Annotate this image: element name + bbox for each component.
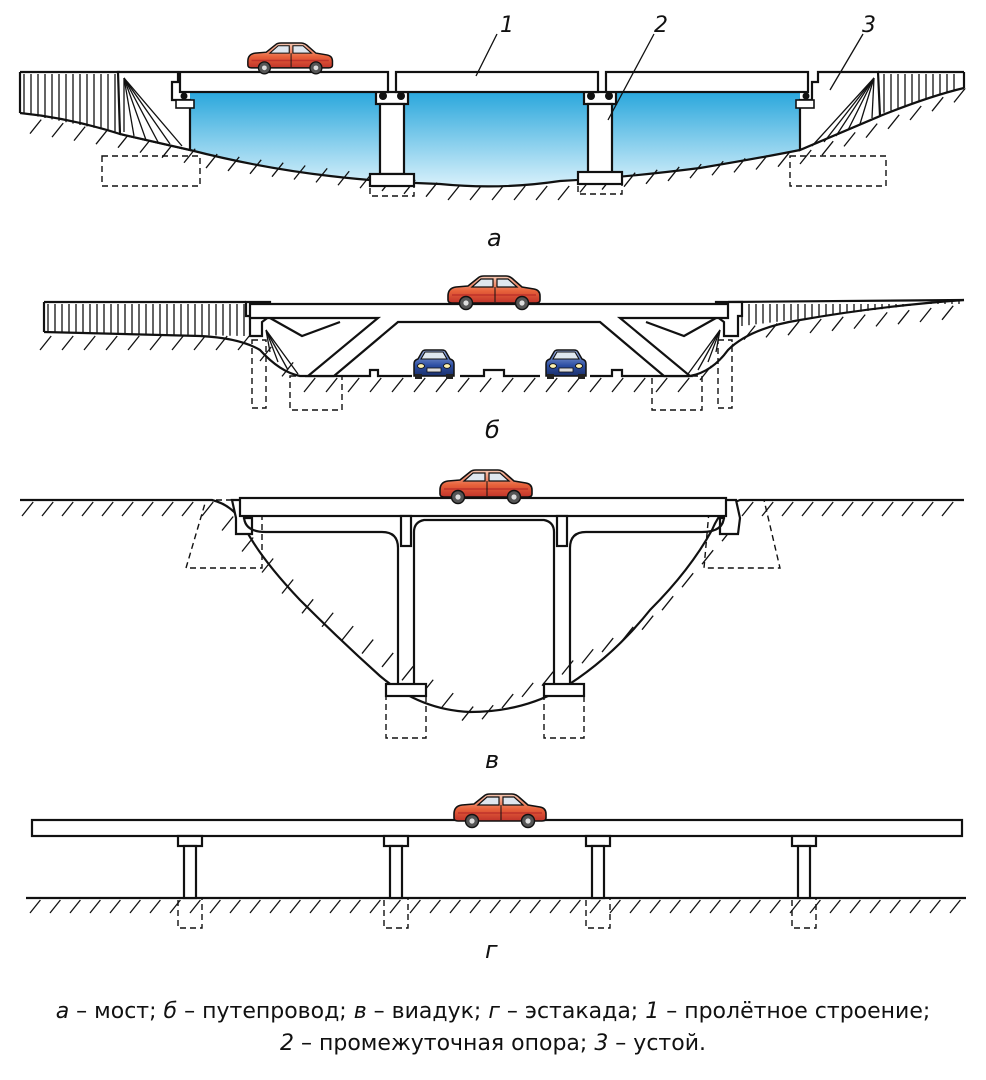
- trestle-footing-2: [383, 897, 409, 929]
- left-abutment: [101, 70, 201, 187]
- panel-d-trestle: г: [26, 793, 966, 964]
- trestle-footing-3: [585, 897, 611, 929]
- callout-2-label: 2: [654, 13, 668, 38]
- panel-c-viaduct: в: [20, 469, 964, 774]
- ravine-hatching: [21, 501, 954, 721]
- right-embankment: [878, 70, 966, 113]
- trestle-pier-cap-3: [584, 834, 612, 848]
- line2-text-1: – устой.: [608, 1031, 706, 1056]
- trestle-footing-1: [177, 897, 203, 929]
- trestle-pier-1: [182, 844, 198, 900]
- trestle-footing-4: [791, 897, 817, 929]
- river-water: [120, 92, 800, 187]
- caption-line-2: 2 – промежуточная опора; 3 – устой.: [0, 1028, 986, 1060]
- ravine-ground-line: [20, 498, 964, 714]
- callout-1-label: 1: [500, 13, 514, 38]
- panel-c-label: в: [485, 746, 499, 774]
- trestle-deck: [30, 818, 964, 838]
- line1-text-2: – виадук;: [366, 999, 489, 1024]
- left-approach-hatch: [47, 304, 245, 336]
- trestle-ground-hatching: [29, 899, 961, 914]
- caption-line-1: а – мост; б – путепровод; в – виадук; г …: [0, 996, 986, 1028]
- car-below-left: [413, 349, 455, 380]
- panel-a-bridge: 1 2 3 а: [18, 13, 966, 252]
- panel-d-label: г: [485, 936, 498, 964]
- line2-key-0: 2: [280, 1031, 295, 1056]
- panel-a-label: а: [487, 224, 502, 252]
- ground-hatching: [39, 305, 954, 393]
- right-approach-hatch: [741, 299, 960, 326]
- line1-key-0: а: [55, 999, 70, 1024]
- trestle-pier-3: [590, 844, 606, 900]
- line1-key-3: г: [488, 999, 500, 1024]
- callout-3-label: 3: [862, 13, 876, 38]
- trestle-pier-cap-1: [176, 834, 204, 848]
- line1-text-1: – путепровод;: [177, 999, 354, 1024]
- overpass-frame: [248, 302, 730, 378]
- line1-key-4: 1: [645, 999, 660, 1024]
- panel-b-label: б: [485, 416, 500, 444]
- line1-key-1: б: [163, 999, 178, 1024]
- bearings: [175, 92, 815, 109]
- trestle-pier-cap-4: [790, 834, 818, 848]
- line1-key-2: в: [353, 999, 367, 1024]
- line2-text-0: – промежуточная опора;: [294, 1031, 595, 1056]
- viaduct-superstructure: [238, 496, 728, 686]
- left-embankment: [18, 70, 120, 132]
- callout-leaders: [475, 33, 864, 121]
- riverbed-ground-line: [19, 86, 965, 188]
- line1-text-3: – эстакада;: [499, 999, 646, 1024]
- car-below-right: [545, 349, 587, 380]
- trestle-pier-4: [796, 844, 812, 900]
- line2-key-1: 3: [594, 1031, 609, 1056]
- trestle-pier-cap-2: [382, 834, 410, 848]
- car-on-bridge: [247, 42, 334, 75]
- trestle-piers: [176, 834, 818, 929]
- span-superstructure: [178, 70, 810, 94]
- line1-text-4: – пролётное строение;: [659, 999, 931, 1024]
- viaduct-pier-footings: [384, 682, 586, 739]
- panel-b-overpass: б: [39, 275, 965, 444]
- figure-caption: а – мост; б – путепровод; в – виадук; г …: [0, 996, 986, 1060]
- trestle-pier-2: [388, 844, 404, 900]
- line1-text-0: – мост;: [69, 999, 164, 1024]
